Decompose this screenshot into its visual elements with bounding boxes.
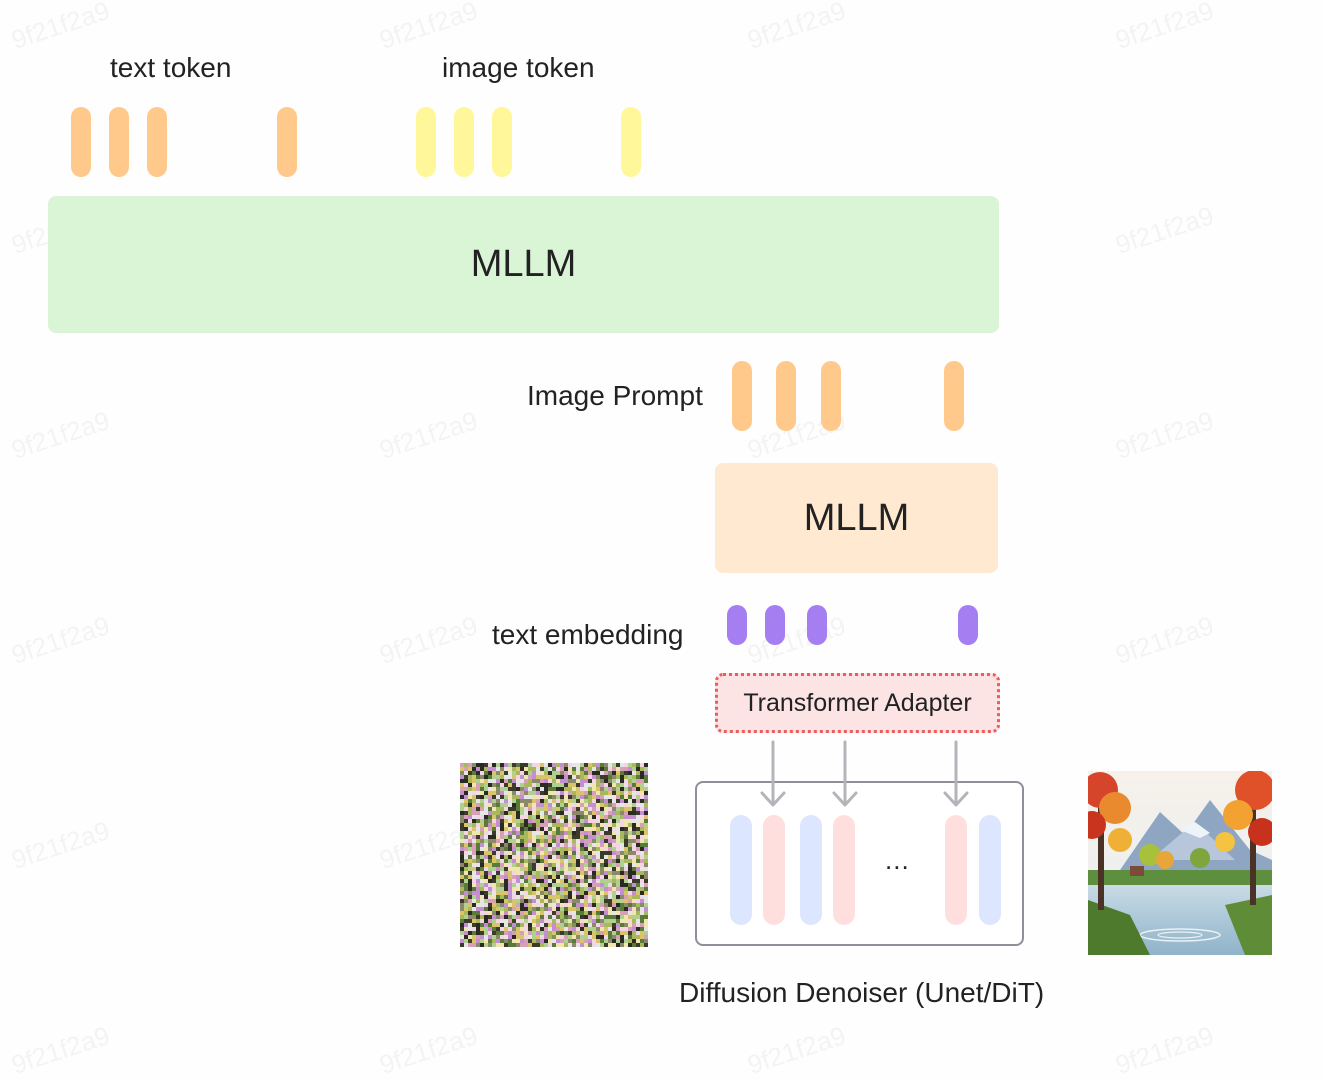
text-token: [147, 107, 167, 177]
mllm-block-mid: MLLM: [715, 463, 998, 573]
image-token: [621, 107, 641, 177]
embedding-token: [807, 605, 827, 645]
transformer-adapter-block: Transformer Adapter: [715, 673, 1000, 733]
embedding-token: [727, 605, 747, 645]
denoiser-layer: [945, 815, 967, 925]
embedding-token: [765, 605, 785, 645]
arrow-head: [943, 791, 969, 807]
image-prompt-token: [776, 361, 796, 431]
arrow-head: [760, 791, 786, 807]
mllm-top-label: MLLM: [470, 243, 577, 285]
text-embedding-label: text embedding: [492, 619, 684, 650]
embedding-token: [958, 605, 978, 645]
image-prompt-label: Image Prompt: [527, 380, 703, 411]
arrow-head: [832, 791, 858, 807]
denoiser-layer: [979, 815, 1001, 925]
transformer-adapter-label: Transformer Adapter: [743, 688, 972, 717]
mllm-mid-label: MLLM: [803, 496, 910, 539]
image-prompt-token: [944, 361, 964, 431]
image-token: [492, 107, 512, 177]
denoiser-ellipsis: ...: [885, 845, 910, 875]
denoiser-layer: [763, 815, 785, 925]
image-token: [454, 107, 474, 177]
mllm-block-top: MLLM: [48, 196, 999, 333]
image-token: [416, 107, 436, 177]
denoiser-layer: [730, 815, 752, 925]
text-token: [109, 107, 129, 177]
denoiser-layer: [833, 815, 855, 925]
text-token: [277, 107, 297, 177]
denoiser-layer: [800, 815, 822, 925]
text-token: [71, 107, 91, 177]
image-token-label: image token: [442, 52, 595, 83]
image-prompt-token: [732, 361, 752, 431]
image-prompt-token: [821, 361, 841, 431]
diffusion-denoiser-label: Diffusion Denoiser (Unet/DiT): [679, 977, 1045, 1008]
text-token-label: text token: [110, 52, 232, 83]
